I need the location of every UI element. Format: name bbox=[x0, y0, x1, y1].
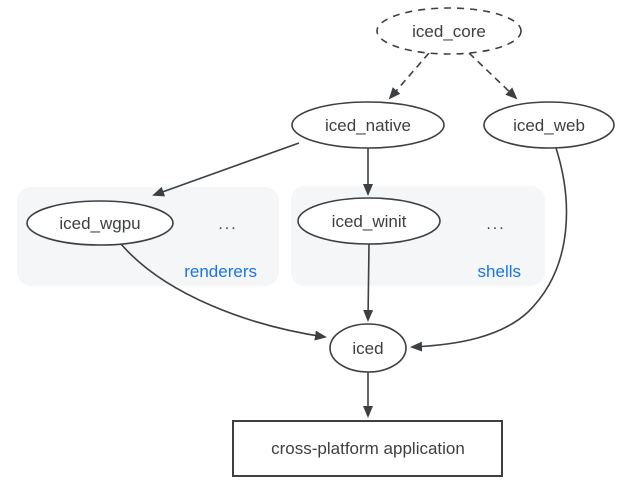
node-application-shape bbox=[232, 420, 503, 477]
edge-iced-core-to-iced-native bbox=[388, 52, 430, 100]
node-iced-winit: iced_winit bbox=[297, 197, 441, 245]
edge-iced-winit-to-iced bbox=[363, 243, 374, 322]
node-iced-winit-label: iced_winit bbox=[332, 212, 407, 231]
edge-iced-native-to-iced-wgpu bbox=[152, 142, 300, 197]
node-iced-native-shape bbox=[291, 101, 445, 149]
node-iced-web-shape bbox=[483, 101, 615, 149]
group-shells-label: shells bbox=[478, 262, 521, 281]
node-iced-wgpu-label: iced_wgpu bbox=[59, 214, 140, 233]
node-iced-native-label: iced_native bbox=[325, 116, 411, 135]
node-iced-core: iced_core bbox=[376, 7, 522, 55]
node-iced-shape bbox=[329, 323, 407, 373]
edge-iced-wgpu-to-iced bbox=[120, 243, 327, 341]
node-application: cross-platform application bbox=[232, 420, 503, 477]
node-iced-label: iced bbox=[352, 339, 383, 358]
node-iced-web: iced_web bbox=[483, 101, 615, 149]
node-iced-core-shape bbox=[376, 7, 522, 55]
group-renderers-label: renderers bbox=[184, 262, 257, 281]
node-iced-core-label: iced_core bbox=[412, 22, 486, 41]
node-iced-native: iced_native bbox=[291, 101, 445, 149]
group-shells-ellipsis: ... bbox=[486, 216, 505, 233]
node-iced: iced bbox=[329, 323, 407, 373]
node-iced-winit-shape bbox=[297, 197, 441, 245]
node-iced-wgpu-shape bbox=[26, 200, 174, 246]
node-iced-wgpu: iced_wgpu bbox=[26, 200, 174, 246]
edge-iced-web-to-iced bbox=[410, 147, 568, 352]
node-iced-web-label: iced_web bbox=[513, 116, 585, 135]
edge-iced-core-to-iced-web bbox=[468, 52, 518, 100]
group-renderers-ellipsis: ... bbox=[218, 216, 237, 233]
node-application-label: cross-platform application bbox=[271, 439, 465, 458]
